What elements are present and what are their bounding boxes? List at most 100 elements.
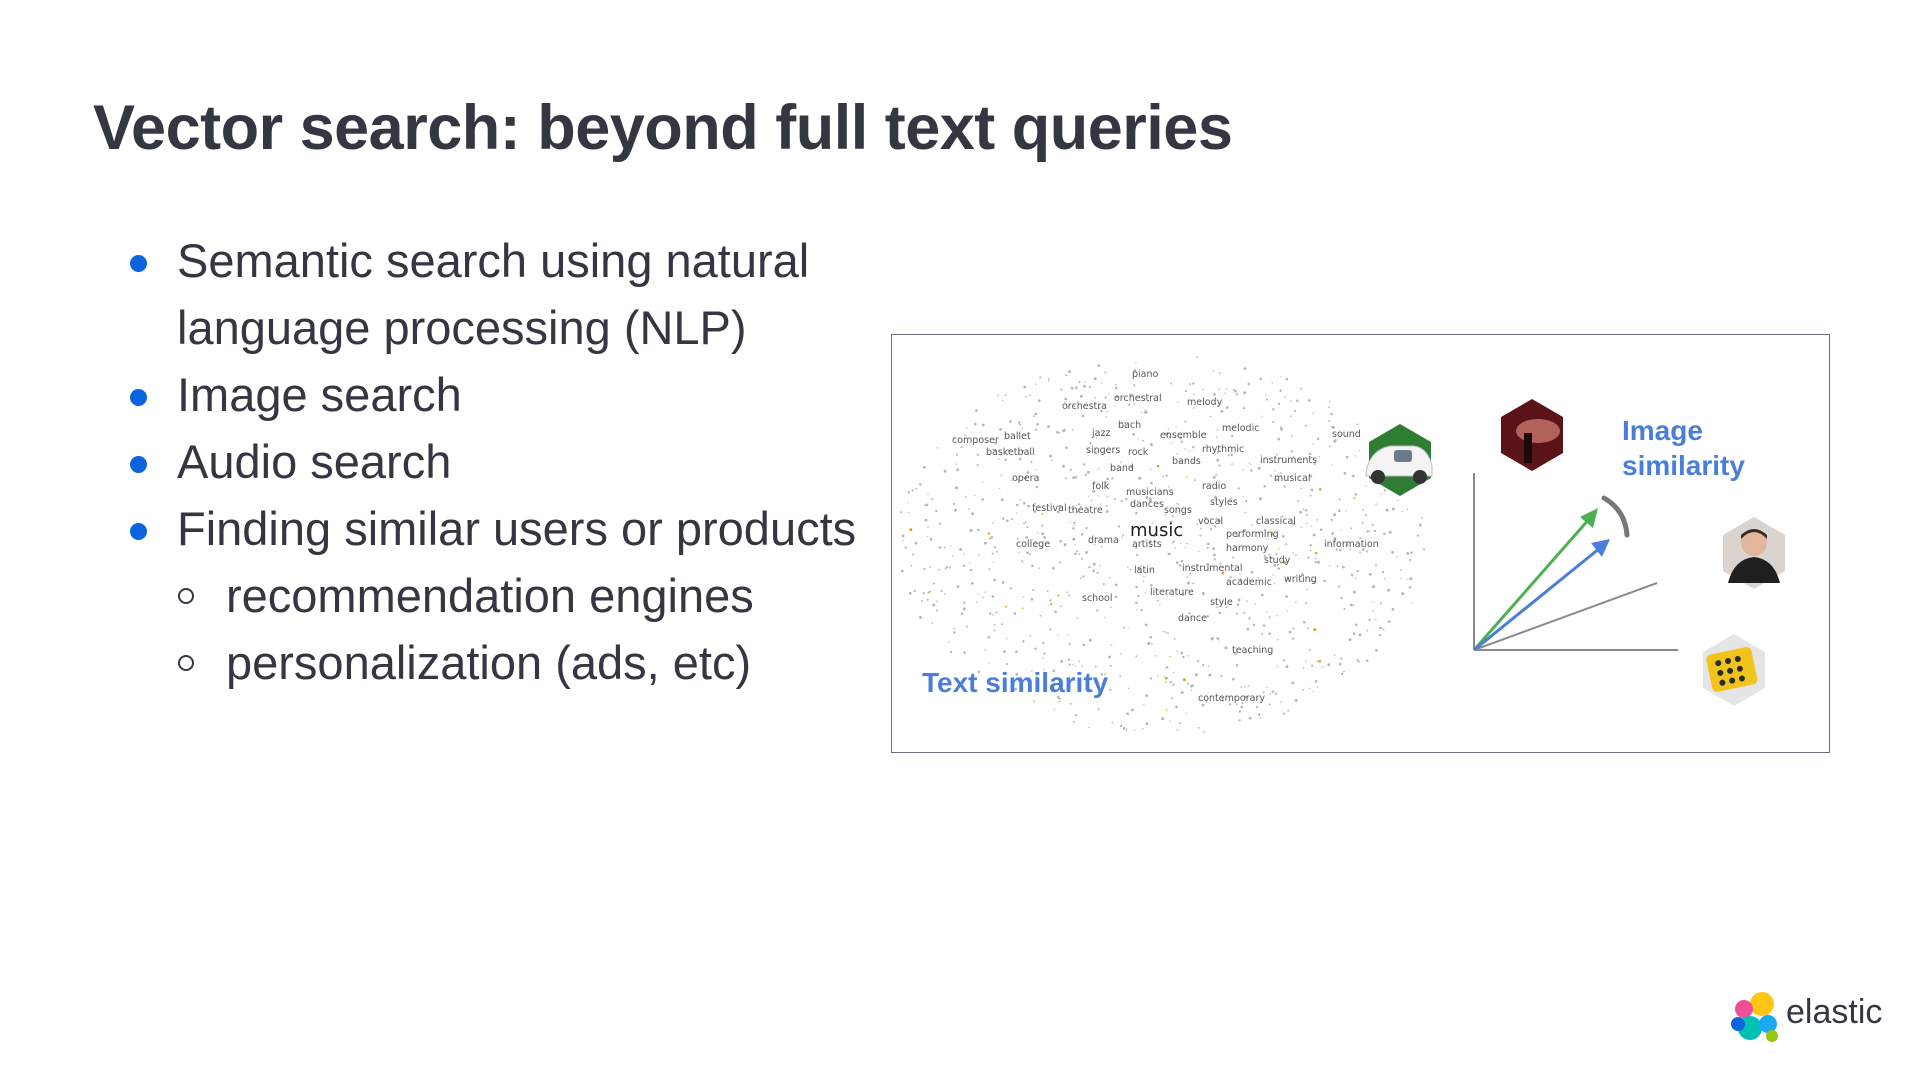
embedding-dot bbox=[1365, 550, 1369, 553]
embedding-dot bbox=[1113, 498, 1116, 501]
embedding-dot bbox=[1184, 420, 1187, 423]
embedding-dot bbox=[1176, 502, 1178, 505]
embedding-dot bbox=[1188, 517, 1191, 519]
embedding-dot bbox=[1306, 588, 1309, 591]
embedding-dot bbox=[1206, 542, 1210, 546]
embedding-dot bbox=[1172, 671, 1175, 674]
embedding-dot bbox=[1248, 617, 1251, 620]
cloud-word: contemporary bbox=[1198, 693, 1265, 704]
embedding-dot bbox=[1196, 523, 1198, 525]
embedding-dot bbox=[1280, 457, 1283, 460]
embedding-dot bbox=[1129, 568, 1132, 571]
embedding-dot bbox=[927, 592, 929, 594]
cloud-word: school bbox=[1082, 593, 1112, 604]
embedding-dot bbox=[991, 552, 994, 555]
embedding-dot bbox=[1201, 703, 1205, 707]
embedding-dot bbox=[1383, 489, 1387, 492]
embedding-dot bbox=[1270, 557, 1273, 560]
embedding-dot bbox=[993, 448, 997, 452]
cloud-word: theatre bbox=[1068, 505, 1103, 516]
embedding-dot bbox=[1401, 592, 1405, 596]
embedding-dot bbox=[1150, 584, 1153, 587]
embedding-dot bbox=[988, 537, 992, 540]
embedding-dot bbox=[959, 547, 963, 551]
embedding-dot bbox=[938, 546, 942, 549]
embedding-dot bbox=[1343, 471, 1347, 475]
embedding-dot bbox=[1102, 583, 1105, 586]
embedding-dot bbox=[1411, 602, 1413, 604]
embedding-dot bbox=[1097, 407, 1101, 410]
embedding-dot bbox=[1125, 728, 1128, 731]
embedding-dot bbox=[943, 469, 947, 473]
embedding-dot bbox=[1092, 569, 1096, 573]
embedding-dot bbox=[1108, 655, 1112, 659]
embedding-dot bbox=[1312, 691, 1314, 693]
embedding-dot bbox=[1079, 394, 1083, 398]
embedding-dot bbox=[968, 562, 971, 564]
embedding-dot bbox=[907, 511, 910, 514]
embedding-dot bbox=[1114, 583, 1118, 587]
embedding-dot bbox=[1029, 394, 1031, 397]
embedding-dot bbox=[1406, 578, 1408, 580]
embedding-dot bbox=[1149, 497, 1152, 500]
embedding-dot bbox=[987, 636, 991, 639]
embedding-dot bbox=[1381, 627, 1383, 629]
embedding-dot bbox=[1218, 611, 1222, 615]
embedding-dot bbox=[955, 463, 958, 466]
embedding-dot bbox=[998, 458, 1000, 460]
embedding-dot bbox=[982, 481, 984, 483]
embedding-dot bbox=[1018, 551, 1020, 553]
embedding-dot bbox=[1089, 441, 1092, 445]
embedding-dot bbox=[1313, 628, 1317, 632]
embedding-dot bbox=[1196, 660, 1200, 663]
embedding-dot bbox=[1372, 601, 1374, 603]
embedding-dot bbox=[953, 631, 956, 634]
embedding-dot bbox=[1257, 577, 1259, 579]
embedding-dot bbox=[1105, 510, 1109, 513]
cloud-word: rock bbox=[1128, 447, 1149, 458]
embedding-dot bbox=[1216, 458, 1220, 462]
embedding-dot bbox=[926, 598, 929, 601]
embedding-dot bbox=[1224, 392, 1226, 395]
embedding-dot bbox=[1015, 503, 1019, 507]
embedding-dot bbox=[1242, 468, 1244, 471]
embedding-dot bbox=[1127, 626, 1129, 629]
embedding-dot bbox=[996, 550, 999, 553]
cloud-word: festival bbox=[1032, 503, 1067, 514]
embedding-dot bbox=[1043, 669, 1045, 671]
embedding-dot bbox=[988, 662, 990, 664]
embedding-dot bbox=[1373, 529, 1377, 533]
embedding-dot bbox=[1077, 503, 1081, 506]
embedding-dot bbox=[1307, 556, 1310, 559]
embedding-dot bbox=[1310, 525, 1313, 527]
embedding-dot bbox=[1238, 710, 1242, 713]
embedding-dot bbox=[1401, 510, 1404, 513]
embedding-dot bbox=[1169, 520, 1173, 524]
embedding-dot bbox=[1001, 581, 1005, 584]
embedding-dot bbox=[1272, 408, 1275, 411]
embedding-dot bbox=[1086, 470, 1090, 474]
cloud-word: dance bbox=[1178, 613, 1207, 624]
embedding-dot bbox=[912, 553, 915, 556]
embedding-dot bbox=[1080, 532, 1084, 536]
cloud-word: orchestra bbox=[1062, 401, 1107, 412]
embedding-dot bbox=[1049, 599, 1052, 602]
embedding-dot bbox=[1114, 386, 1118, 390]
embedding-dot bbox=[1306, 513, 1309, 516]
embedding-dot bbox=[1316, 519, 1318, 521]
embedding-dot bbox=[924, 518, 928, 522]
embedding-dot bbox=[999, 427, 1002, 431]
embedding-dot bbox=[1216, 428, 1218, 431]
embedding-dot bbox=[1025, 395, 1027, 398]
embedding-dot bbox=[1150, 443, 1153, 447]
embedding-dot bbox=[1100, 409, 1103, 413]
embedding-dot bbox=[1126, 712, 1130, 716]
embedding-dot bbox=[1274, 692, 1277, 695]
embedding-dot bbox=[1189, 572, 1192, 575]
embedding-dot bbox=[1149, 468, 1152, 471]
sub-bullet-item: recommendation engines bbox=[130, 562, 890, 629]
cloud-word: styles bbox=[1210, 497, 1238, 508]
embedding-dot bbox=[1135, 601, 1138, 605]
embedding-dot bbox=[1168, 436, 1171, 439]
embedding-dot bbox=[1187, 682, 1190, 685]
